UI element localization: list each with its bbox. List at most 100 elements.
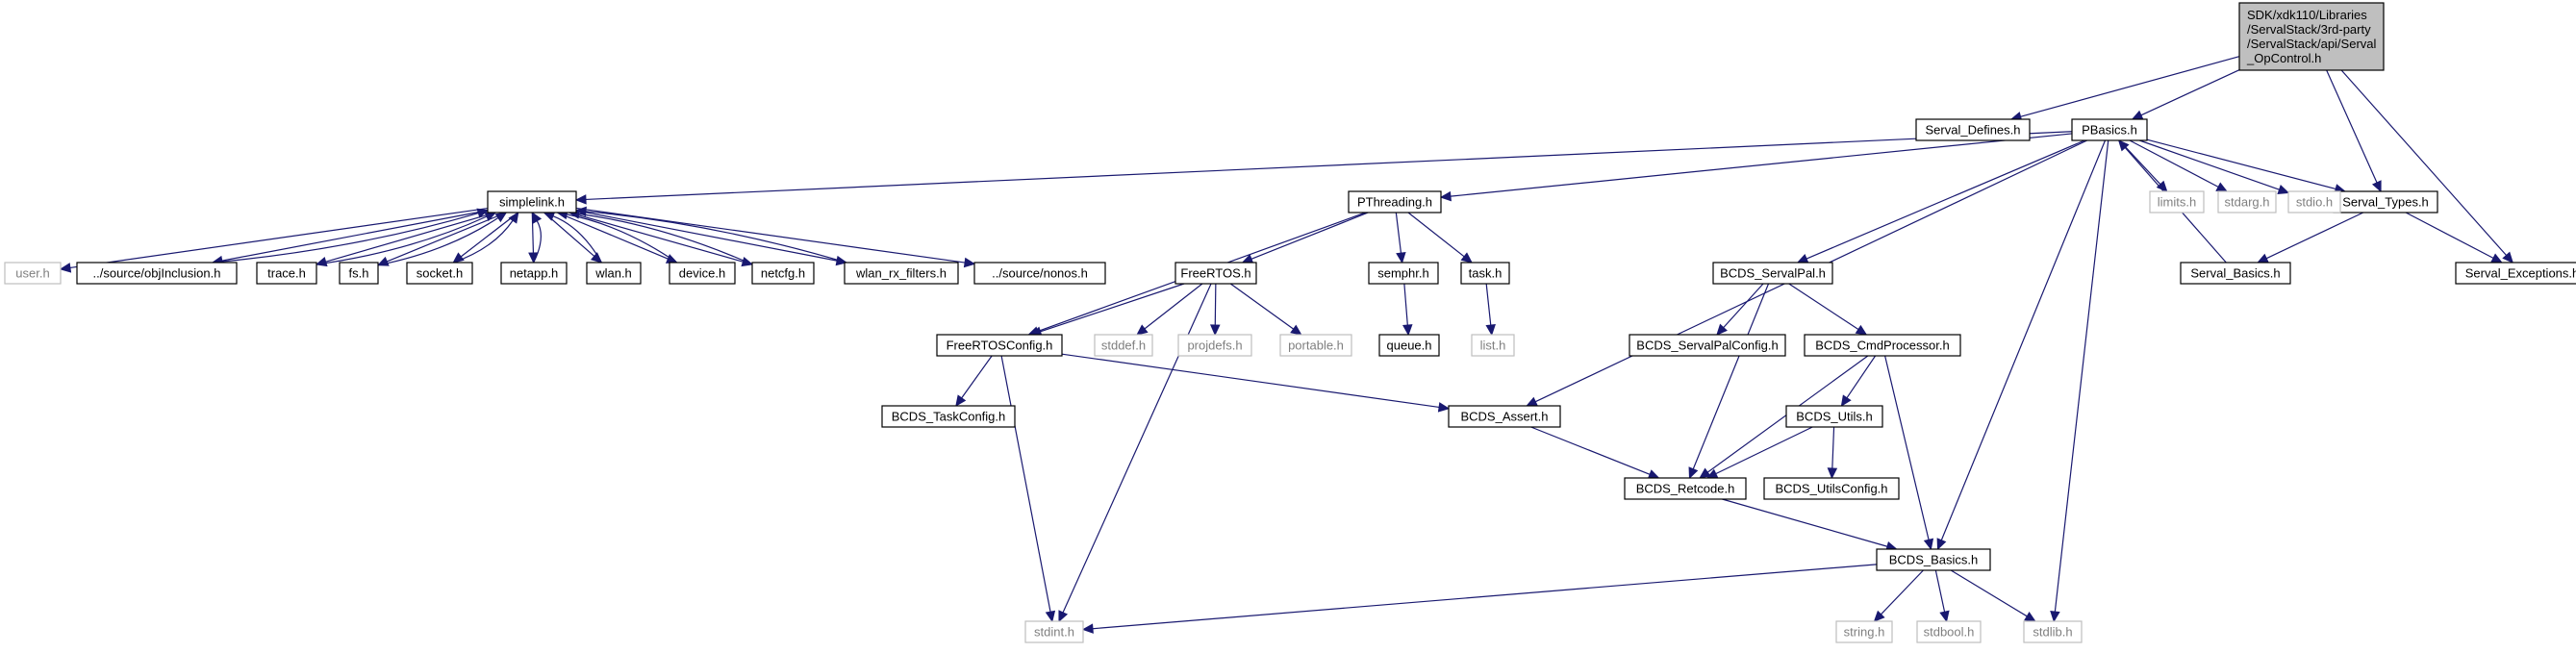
node-bcds-retcode[interactable]: BCDS_Retcode.h — [1624, 477, 1747, 500]
node-box — [586, 262, 642, 285]
node-box — [76, 262, 238, 285]
node-device[interactable]: device.h — [669, 262, 736, 285]
graph-edges — [59, 56, 2514, 634]
node-simplelink[interactable]: simplelink.h — [487, 190, 577, 213]
node-label: netcfg.h — [761, 266, 805, 281]
node-box — [1471, 334, 1515, 357]
node-label: limits.h — [2158, 195, 2196, 210]
edge-freertos-to-stdint — [1058, 283, 1212, 623]
node-bcds-taskconfig[interactable]: BCDS_TaskConfig.h — [881, 405, 1016, 428]
node-freertosconfig[interactable]: FreeRTOSConfig.h — [936, 334, 1063, 357]
node-wlan-rx-filters[interactable]: wlan_rx_filters.h — [844, 262, 959, 285]
node-stdlib: stdlib.h — [2023, 620, 2083, 643]
node-task[interactable]: task.h — [1460, 262, 1510, 285]
edge-line — [1884, 355, 1930, 540]
edge-line — [2146, 138, 2336, 190]
edge-arrowhead — [1840, 394, 1852, 408]
node-label: ../source/nonos.h — [992, 266, 1088, 281]
edge-line — [533, 220, 542, 264]
node-bcds-servalpal[interactable]: BCDS_ServalPal.h — [1712, 262, 1833, 285]
edge-objinclusion-to-simplelink — [212, 208, 490, 264]
node-nonos[interactable]: ../source/nonos.h — [973, 262, 1106, 285]
edge-line — [1395, 212, 1402, 254]
edge-root-to-serval-types — [2326, 69, 2382, 193]
node-netapp[interactable]: netapp.h — [500, 262, 568, 285]
edge-line — [2326, 69, 2378, 184]
node-box — [1876, 548, 1991, 571]
edge-arrowhead — [955, 394, 967, 407]
edge-root-to-serval-defines — [2009, 56, 2240, 122]
node-string: string.h — [1835, 620, 1893, 643]
node-label: BCDS_ServalPal.h — [1720, 266, 1826, 281]
edge-line — [1062, 283, 1212, 614]
node-label: simplelink.h — [499, 195, 565, 210]
node-box — [1448, 405, 1561, 428]
edge-bcds-servalpal-to-bcds-cmdprocessor — [1788, 283, 1868, 336]
node-box — [500, 262, 568, 285]
edge-bcds-assert-to-bcds-retcode — [1530, 426, 1660, 480]
edge-line — [1934, 569, 1946, 613]
edge-line — [1403, 283, 1408, 326]
edge-line — [1940, 139, 2107, 540]
edge-line — [1723, 283, 1764, 328]
edge-arrowhead — [1939, 610, 1950, 623]
node-label: trace.h — [267, 266, 306, 281]
node-stdbool: stdbool.h — [1916, 620, 1982, 643]
node-bcds-assert[interactable]: BCDS_Assert.h — [1448, 405, 1561, 428]
edge-arrowhead — [1136, 324, 1149, 336]
node-bcds-basics[interactable]: BCDS_Basics.h — [1876, 548, 1991, 571]
node-serval-types[interactable]: Serval_Types.h — [2333, 190, 2438, 213]
node-label: SDK/xdk110/Libraries — [2247, 8, 2367, 22]
node-socket[interactable]: socket.h — [406, 262, 473, 285]
node-serval-defines[interactable]: Serval_Defines.h — [1915, 118, 2031, 141]
edge-line — [1806, 139, 2085, 260]
node-pbasics[interactable]: PBasics.h — [2071, 118, 2148, 141]
edge-arrowhead — [2131, 110, 2144, 120]
node-box — [1835, 620, 1893, 643]
edge-freertosconfig-to-stdint — [1000, 355, 1056, 623]
edge-bcds-retcode-to-bcds-basics — [1722, 498, 1898, 552]
edge-freertos-to-projdefs — [1210, 283, 1221, 337]
node-bcds-utilsconfig[interactable]: BCDS_UtilsConfig.h — [1763, 477, 1900, 500]
node-box — [844, 262, 959, 285]
node-trace[interactable]: trace.h — [256, 262, 317, 285]
node-fs[interactable]: fs.h — [339, 262, 379, 285]
edge-line — [2020, 56, 2240, 117]
node-serval-basics[interactable]: Serval_Basics.h — [2180, 262, 2291, 285]
node-box — [1378, 334, 1440, 357]
node-label: wlan.h — [594, 266, 632, 281]
node-box — [1629, 334, 1786, 357]
node-label: projdefs.h — [1187, 339, 1242, 353]
node-wlan[interactable]: wlan.h — [586, 262, 642, 285]
node-pthreading[interactable]: PThreading.h — [1348, 190, 1442, 213]
node-bcds-servalpalconfig[interactable]: BCDS_ServalPalConfig.h — [1629, 334, 1786, 357]
edge-line — [1214, 283, 1217, 326]
edge-arrowhead — [2117, 139, 2130, 152]
node-serval-exceptions[interactable]: Serval_Exceptions.h — [2455, 262, 2576, 285]
node-label: PBasics.h — [2082, 123, 2137, 138]
node-box — [1094, 334, 1153, 357]
node-bcds-cmdprocessor[interactable]: BCDS_CmdProcessor.h — [1804, 334, 1961, 357]
edge-line — [1846, 355, 1877, 399]
edge-arrowhead — [1396, 251, 1406, 264]
edge-arrowhead — [1290, 324, 1302, 336]
node-netcfg[interactable]: netcfg.h — [751, 262, 815, 285]
node-label: wlan_rx_filters.h — [855, 266, 947, 281]
edge-arrowhead — [531, 211, 543, 224]
node-root[interactable]: SDK/xdk110/Libraries/ServalStack/3rd-par… — [2238, 2, 2385, 71]
edge-pbasics-to-bcds-servalpal — [1796, 139, 2085, 264]
edge-arrowhead — [1439, 190, 1452, 202]
node-semphr[interactable]: semphr.h — [1368, 262, 1439, 285]
node-label: FreeRTOS.h — [1180, 266, 1250, 281]
edge-line — [1040, 283, 1185, 333]
edge-line — [453, 219, 514, 264]
edge-line — [1061, 353, 1440, 409]
node-label: queue.h — [1387, 339, 1432, 353]
node-bcds-utils[interactable]: BCDS_Utils.h — [1785, 405, 1883, 428]
edge-arrowhead — [1485, 323, 1496, 337]
node-objinclusion[interactable]: ../source/objInclusion.h — [76, 262, 238, 285]
node-queue[interactable]: queue.h — [1378, 334, 1440, 357]
edge-line — [1950, 569, 2028, 617]
edge-pbasics-to-stdio — [2139, 139, 2290, 194]
node-freertos[interactable]: FreeRTOS.h — [1174, 262, 1257, 285]
